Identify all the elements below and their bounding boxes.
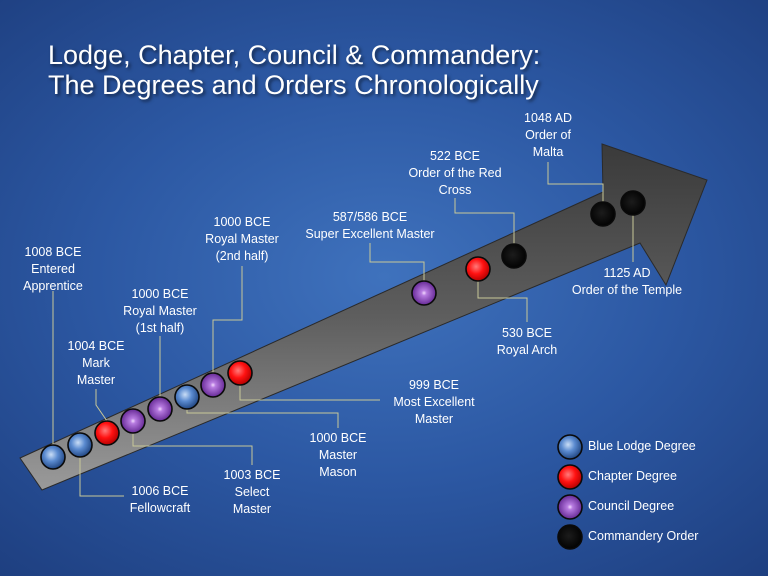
label-text: Fellowcraft — [129, 501, 191, 515]
connector-most-excellent-master — [239, 385, 380, 401]
label-order-of-the-temple: 1125 AD Order of the Temple — [542, 265, 712, 299]
label-text: Master — [76, 373, 116, 387]
marker-royal-master-2nd — [200, 372, 226, 398]
legend-swatch — [557, 494, 583, 520]
label-text: Royal Arch — [496, 343, 558, 357]
label-date: 1008 BCE — [24, 245, 82, 259]
marker-order-of-malta — [590, 201, 616, 227]
marker-order-of-the-temple — [620, 190, 646, 216]
label-text: Select — [234, 485, 270, 499]
label-text: Master — [232, 502, 272, 516]
label-text: Royal Master — [205, 232, 279, 246]
marker-royal-master-1st — [147, 396, 173, 422]
label-date: 1006 BCE — [131, 484, 189, 498]
label-text: Entered — [31, 262, 75, 276]
legend-label: Commandery Order — [588, 529, 699, 543]
label-date: 1125 AD — [603, 266, 651, 280]
legend-item-chapter: Chapter Degree — [556, 463, 756, 491]
marker-order-of-the-red-cross — [501, 243, 527, 269]
label-date: 1000 BCE — [213, 215, 271, 229]
legend-item-commandery: Commandery Order — [556, 523, 756, 551]
label-text: Master — [318, 448, 358, 462]
marker-select-master — [120, 408, 146, 434]
marker-master-mason — [174, 384, 200, 410]
label-date: 530 BCE — [501, 326, 553, 340]
legend-item-council: Council Degree — [556, 493, 756, 521]
label-text: Cross — [438, 183, 472, 197]
marker-most-excellent-master — [227, 360, 253, 386]
connector-fellowcraft — [79, 457, 124, 497]
title-line-2: The Degrees and Orders Chronologically — [48, 70, 539, 100]
label-order-of-malta: 1048 AD Order of Malta — [463, 110, 633, 161]
label-royal-master-2nd: 1000 BCE Royal Master (2nd half) — [157, 214, 327, 265]
label-royal-master-1st: 1000 BCE Royal Master (1st half) — [75, 286, 245, 337]
label-date: 1003 BCE — [223, 468, 281, 482]
marker-royal-arch — [465, 256, 491, 282]
degree-markers — [40, 190, 646, 470]
label-super-excellent-master: 587/586 BCE Super Excellent Master — [285, 209, 455, 243]
label-text: Master — [414, 412, 454, 426]
connector-mark-master — [95, 389, 108, 422]
marker-fellowcraft — [67, 432, 93, 458]
label-date: 1000 BCE — [131, 287, 189, 301]
label-text: Order of the Red — [408, 166, 502, 180]
legend-swatch — [557, 464, 583, 490]
label-date: 1000 BCE — [309, 431, 367, 445]
label-text: Apprentice — [23, 279, 83, 293]
connector-order-of-malta — [547, 162, 604, 202]
label-date: 999 BCE — [408, 378, 460, 392]
title-line-1: Lodge, Chapter, Council & Commandery: — [48, 40, 541, 70]
legend-swatch — [557, 524, 583, 550]
legend-swatch — [557, 434, 583, 460]
label-text: Super Excellent Master — [305, 227, 435, 241]
label-text: (2nd half) — [215, 249, 269, 263]
slide-title: Lodge, Chapter, Council & Commandery: Th… — [48, 40, 540, 100]
label-date: 522 BCE — [429, 149, 481, 163]
label-date: 1048 AD — [524, 111, 572, 125]
label-text: Malta — [532, 145, 564, 159]
connector-royal-arch — [477, 281, 528, 322]
marker-super-excellent-master — [411, 280, 437, 306]
label-text: Mark — [82, 356, 110, 370]
legend-item-blue-lodge: Blue Lodge Degree — [556, 433, 756, 461]
label-date: 587/586 BCE — [332, 210, 408, 224]
connector-select-master — [132, 433, 253, 465]
label-date: 1004 BCE — [67, 339, 125, 353]
label-fellowcraft: 1006 BCE Fellowcraft — [75, 483, 245, 517]
marker-mark-master — [94, 420, 120, 446]
legend-label: Council Degree — [588, 499, 675, 513]
label-text: (1st half) — [135, 321, 185, 335]
marker-entered-apprentice — [40, 444, 66, 470]
connector-super-excellent-master — [369, 243, 425, 281]
connector-master-mason — [186, 409, 339, 428]
connector-order-of-the-red-cross — [454, 198, 515, 244]
legend-label: Chapter Degree — [588, 469, 677, 483]
label-text: Order of the Temple — [571, 283, 683, 297]
label-text: Royal Master — [123, 304, 197, 318]
connector-lines — [52, 162, 634, 497]
connector-royal-master-2nd — [212, 266, 243, 373]
label-text: Most Excellent — [393, 395, 475, 409]
label-text: Mason — [319, 465, 357, 479]
label-text: Order of — [525, 128, 571, 142]
label-royal-arch: 530 BCE Royal Arch — [442, 325, 612, 359]
legend-label: Blue Lodge Degree — [588, 439, 696, 453]
